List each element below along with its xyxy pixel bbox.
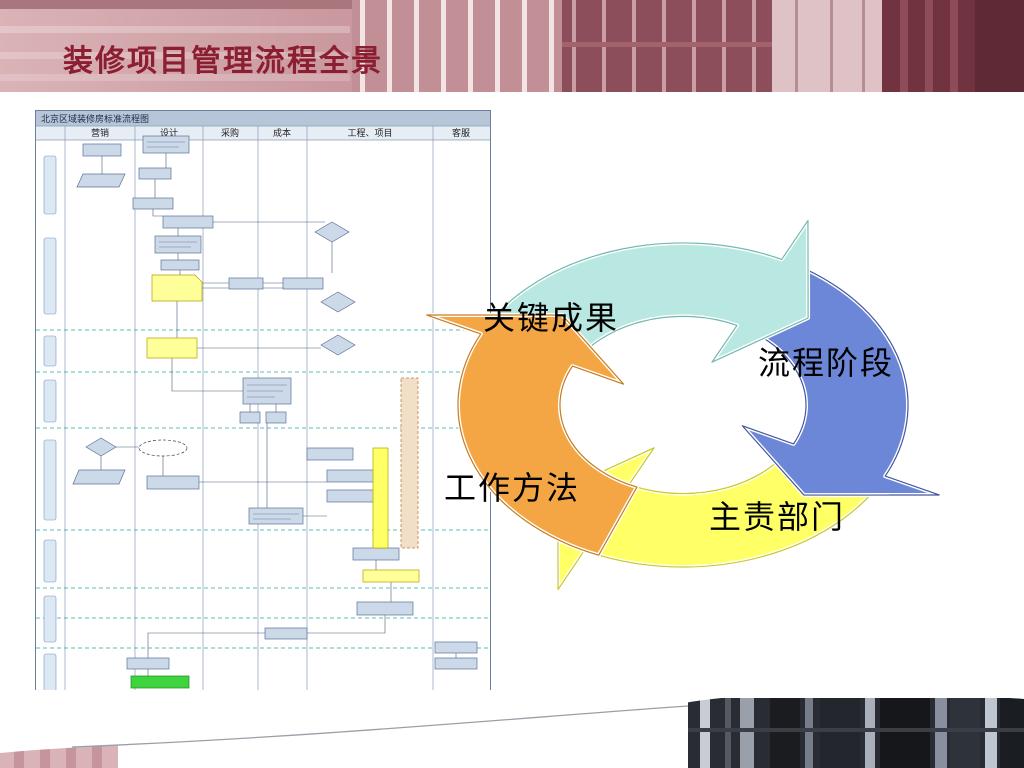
column-header: 工程、项目 (347, 128, 392, 138)
building-texture-bottom (0, 690, 1024, 768)
label-process-stages: 流程阶段 (758, 345, 895, 381)
label-key-results: 关键成果 (483, 300, 620, 336)
column-header: 采购 (221, 127, 239, 138)
building-texture-top (0, 0, 1024, 92)
dashed-ellipse (138, 439, 188, 457)
header-banner: 装修项目管理流程全景 (0, 0, 1024, 92)
flowchart-boxes (72, 135, 478, 670)
phase-bar (400, 377, 419, 549)
flowchart-column-headers: 营销 设计 采购 成本 工程、项目 客服 (91, 127, 470, 138)
flowchart-highlight-boxes (146, 274, 420, 583)
flowchart-image: 北京区域装修房标准流程图 营销 设计 采购 成本 工程、项目 客服 (35, 110, 491, 716)
flowchart-title: 北京区域装修房标准流程图 (41, 113, 149, 124)
completion-box (130, 675, 190, 689)
stage-label-tabs (43, 155, 57, 695)
flowchart-graphic: 北京区域装修房标准流程图 营销 设计 采购 成本 工程、项目 客服 (35, 110, 491, 716)
label-responsible-depts: 主责部门 (709, 499, 846, 535)
column-header: 成本 (273, 127, 291, 138)
flowchart-grid (36, 125, 490, 715)
column-header: 客服 (452, 127, 470, 138)
box-text-marks (147, 141, 299, 520)
column-header: 设计 (160, 127, 178, 138)
cycle-arrow-work-methods (427, 315, 637, 555)
cycle-diagram (383, 190, 983, 620)
bottom-decoration (0, 690, 1024, 768)
label-work-methods: 工作方法 (444, 470, 581, 506)
column-header: 营销 (91, 127, 109, 138)
swoosh-line (71, 705, 689, 748)
page-title: 装修项目管理流程全景 (63, 45, 383, 78)
